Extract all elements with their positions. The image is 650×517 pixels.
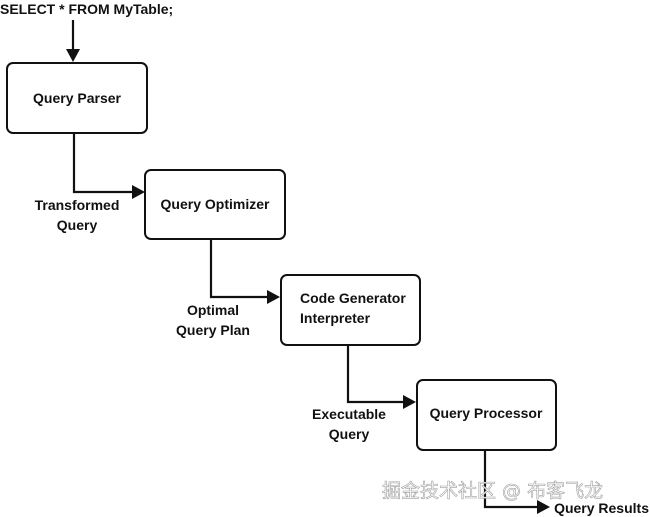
- query-optimizer-node: Query Optimizer: [144, 169, 286, 240]
- optimizer-to-codegen-connector: [209, 239, 280, 304]
- query-results-label: Query Results: [554, 500, 649, 516]
- executable-query-label-line1: Executable: [312, 406, 386, 422]
- parser-to-optimizer-connector: [72, 133, 145, 199]
- code-generator-label-line2: Interpreter: [300, 310, 371, 326]
- input-arrow: [66, 20, 80, 62]
- watermark-text: 掘金技术社区 @ 布客飞龙: [382, 480, 603, 502]
- query-processor-label: Query Processor: [430, 405, 543, 421]
- transformed-query-label-line1: Transformed: [35, 197, 120, 213]
- processor-to-output-connector: [483, 450, 550, 514]
- executable-query-label-line2: Query: [329, 426, 370, 442]
- codegen-to-processor-connector: [346, 345, 416, 409]
- query-optimizer-label: Query Optimizer: [161, 196, 270, 212]
- optimal-query-plan-label-line2: Query Plan: [176, 322, 250, 338]
- query-parser-node: Query Parser: [6, 62, 148, 134]
- query-parser-label: Query Parser: [33, 90, 121, 106]
- query-processor-node: Query Processor: [416, 379, 557, 451]
- input-sql-statement: SELECT * FROM MyTable;: [0, 1, 173, 17]
- code-generator-node: Code Generator Interpreter: [280, 274, 421, 346]
- transformed-query-label-line2: Query: [57, 217, 98, 233]
- optimal-query-plan-label-line1: Optimal: [187, 302, 239, 318]
- code-generator-label-line1: Code Generator: [300, 290, 406, 306]
